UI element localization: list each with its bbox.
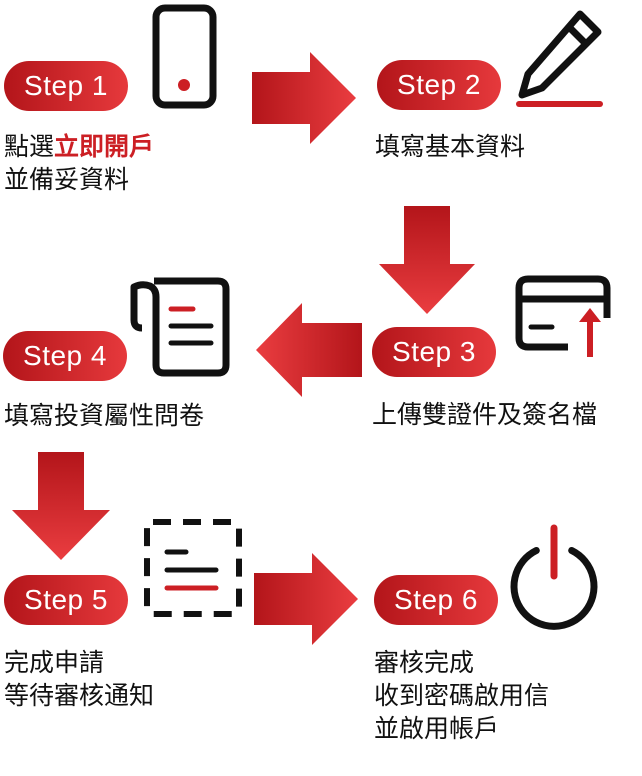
step-6-line-1: 審核完成 — [374, 648, 475, 677]
dashed-document-icon — [144, 519, 242, 617]
step-3-badge: Step 3 — [372, 327, 496, 377]
step-3-line-1: 上傳雙證件及簽名檔 — [372, 400, 598, 429]
arrow-step4-to-step5 — [12, 452, 110, 560]
smartphone-icon — [152, 4, 217, 109]
step-5-badge: Step 5 — [4, 575, 128, 625]
step-5-line-1: 完成申請 — [4, 648, 105, 677]
power-icon — [510, 524, 598, 630]
step-1-line-1: 點選立即開戶 — [4, 130, 154, 163]
step-2-line-1: 填寫基本資料 — [375, 132, 526, 161]
step-6-badge: Step 6 — [374, 575, 498, 625]
step-2-description: 填寫基本資料 — [375, 130, 525, 163]
document-icon — [130, 277, 230, 377]
pen-icon — [516, 10, 603, 107]
step-1-line-1-text: 點選 — [4, 132, 55, 161]
step-4-description: 填寫投資屬性問卷 — [4, 399, 204, 432]
step-4-line-1: 填寫投資屬性問卷 — [4, 401, 205, 430]
step-6-line-2: 收到密碼啟用信 — [374, 681, 550, 710]
arrow-step1-to-step2 — [252, 52, 356, 144]
card-upload-icon — [515, 275, 611, 357]
step-1-description: 點選立即開戶 並備妥資料 — [4, 130, 154, 196]
step-6-description: 審核完成 收到密碼啟用信 並啟用帳戶 — [374, 646, 549, 745]
step-3-description: 上傳雙證件及簽名檔 — [372, 398, 597, 431]
step-5-line-2: 等待審核通知 — [4, 681, 155, 710]
step-5-description: 完成申請 等待審核通知 — [4, 646, 154, 712]
arrow-step2-to-step3 — [379, 206, 475, 314]
open-account-highlight: 立即開戶 — [54, 132, 155, 161]
step-1-badge: Step 1 — [4, 61, 128, 111]
arrow-step5-to-step6 — [254, 553, 358, 645]
step-6-line-3: 並啟用帳戶 — [374, 714, 500, 743]
step-2-badge: Step 2 — [377, 60, 501, 110]
arrow-step3-to-step4 — [256, 303, 362, 397]
step-4-badge: Step 4 — [3, 331, 127, 381]
step-1-line-2: 並備妥資料 — [4, 165, 130, 194]
